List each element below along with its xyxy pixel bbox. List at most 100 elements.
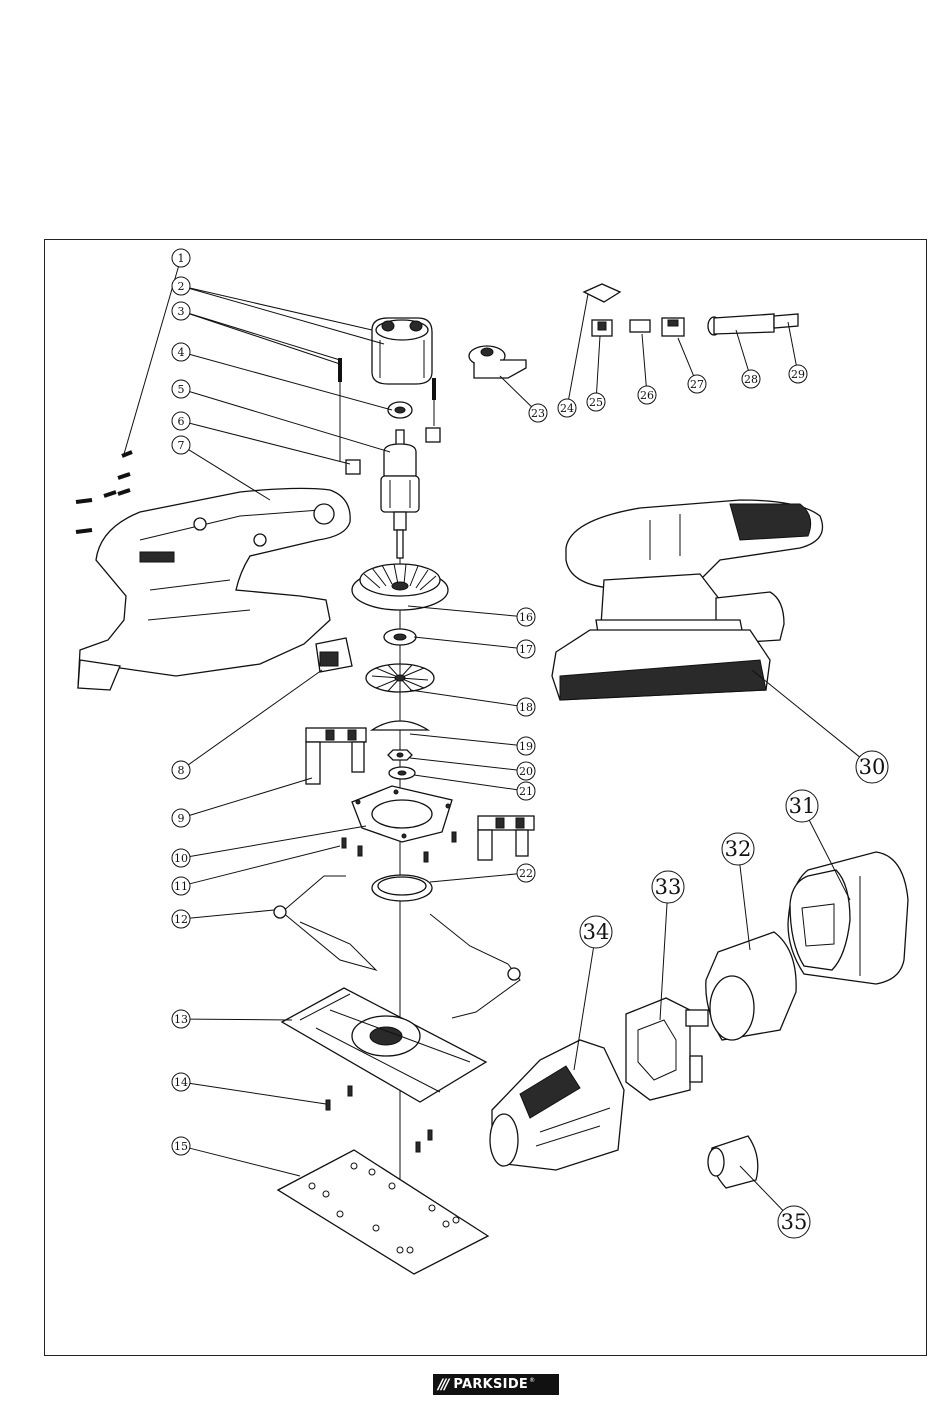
callout-8: 8 [172,761,190,779]
callout-number: 33 [655,875,682,899]
callout-number: 9 [178,812,185,825]
leader-line-20 [410,758,517,770]
leader-line-19 [410,734,517,745]
callout-number: 10 [174,852,188,865]
leader-line-7 [189,450,270,500]
leader-line-28 [736,330,748,370]
part-dust-box [788,852,908,984]
callout-number: 35 [781,1210,808,1234]
callout-10: 10 [172,849,190,867]
callout-number: 27 [690,378,704,391]
part-pad-support-right [478,816,534,860]
logo-slashes: /// [433,1377,453,1393]
part-eccentric-fan [366,664,434,692]
callout-number: 31 [789,794,816,818]
part-rubber-ring [372,875,432,901]
callout-number: 32 [725,837,752,861]
callout-23: 23 [529,404,547,422]
callout-16: 16 [517,608,535,626]
leader-line-5 [190,392,390,452]
callout-number: 26 [640,389,654,402]
callout-14: 14 [172,1073,190,1091]
callout-number: 5 [178,383,185,396]
callout-1: 1 [172,249,190,267]
leader-line-24 [569,294,588,399]
callout-number: 21 [519,785,533,798]
part-filter [706,932,796,1040]
part-25 [592,320,612,336]
callout-27: 27 [688,375,706,393]
leader-line-25 [597,336,600,393]
leader-line-4 [190,354,392,410]
leader-line-23 [500,376,532,407]
callout-number: 1 [178,252,185,265]
callout-20: 20 [517,762,535,780]
callout-3: 3 [172,302,190,320]
brand-logo: /// PARKSIDE ® [433,1374,559,1395]
leader-line-13 [190,1019,292,1020]
leader-line-29 [788,322,796,365]
callout-35: 35 [778,1206,810,1238]
callout-number: 20 [519,765,533,778]
callout-18: 18 [517,698,535,716]
part-motor-stator [372,318,432,384]
part-armature [381,430,419,558]
leader-line-35 [740,1166,783,1210]
part-27 [662,318,684,336]
leader-line-10 [190,826,366,856]
leader-line-2 [190,288,384,344]
part-sanding-sheet [278,1150,488,1274]
callout-number: 28 [744,373,758,386]
part-adapter-sleeve [708,1136,758,1188]
callout-24: 24 [558,399,576,417]
part-26 [630,320,650,332]
part-brush-holder-right [426,428,440,442]
part-dust-adapter [490,1040,624,1170]
callout-number: 3 [178,305,185,318]
callout-number: 14 [174,1076,188,1089]
callout-17: 17 [517,640,535,658]
leader-line-32 [740,865,750,950]
part-bearing-plate [352,786,452,842]
part-switch-button [316,638,352,672]
callout-22: 22 [517,864,535,882]
part-sanding-base [282,988,486,1102]
callout-9: 9 [172,809,190,827]
leader-line-3 [190,314,340,364]
callout-21: 21 [517,782,535,800]
callout-34: 34 [580,916,612,948]
leader-line-1 [124,267,178,454]
part-washer [389,767,415,779]
callout-number: 4 [178,346,185,359]
callout-32: 32 [722,833,754,865]
callout-15: 15 [172,1137,190,1155]
callout-number: 16 [519,611,533,624]
part-pad-support-left [306,728,366,784]
part-24 [584,284,620,302]
callout-number: 19 [519,740,533,753]
assembled-sander [552,500,823,700]
callout-29: 29 [789,365,807,383]
callout-19: 19 [517,737,535,755]
callout-number: 30 [859,755,886,779]
part-fan-impeller [352,564,448,610]
callout-number: 17 [519,643,533,656]
leader-line-2 [190,288,372,330]
callout-13: 13 [172,1010,190,1028]
callout-5: 5 [172,380,190,398]
callout-11: 11 [172,877,190,895]
callout-number: 6 [178,415,185,428]
leader-line-11 [190,846,340,884]
leader-line-3 [190,314,340,360]
callout-number: 7 [178,439,185,452]
part-switch-module [469,346,526,378]
callout-number: 23 [531,407,545,420]
callout-28: 28 [742,370,760,388]
callout-number: 15 [174,1140,188,1153]
callout-number: 29 [791,368,805,381]
leader-line-22 [430,874,517,882]
leader-line-6 [190,423,350,464]
part-shaft [708,314,798,335]
callout-number: 34 [583,920,610,944]
part-counterweight [372,721,428,730]
